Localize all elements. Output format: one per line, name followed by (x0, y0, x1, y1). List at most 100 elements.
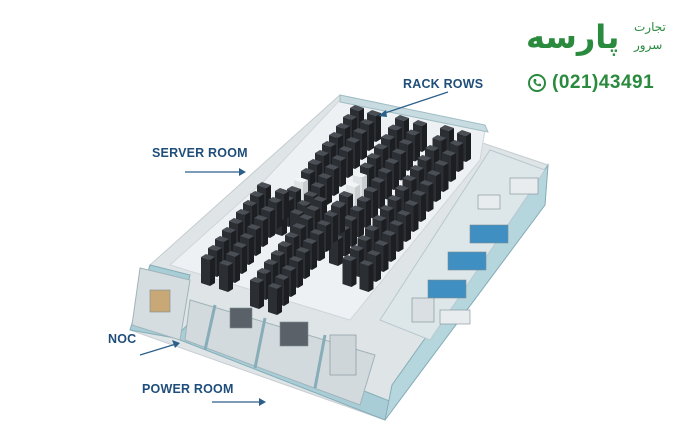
rack-cabinet (219, 260, 233, 266)
back-wall (339, 94, 489, 133)
rack-cabinet (427, 170, 441, 176)
rack-cabinet (387, 195, 402, 201)
rack-cabinet (397, 210, 411, 216)
rack-cabinet (343, 114, 357, 120)
rack-cabinet (350, 245, 364, 251)
rack-cabinet (301, 168, 315, 174)
rack-cabinet (360, 162, 374, 169)
rack-cabinet (233, 242, 247, 248)
rack-cabinet (282, 265, 296, 271)
rack-cabinet (336, 123, 350, 129)
rack-cabinet (357, 196, 371, 202)
electrical-panel (411, 297, 435, 323)
rack-cabinet (417, 155, 432, 161)
rack-cabinet (371, 177, 385, 183)
rack-cabinet (395, 115, 409, 121)
rack-cabinet (236, 209, 250, 215)
rack-cabinet (367, 110, 381, 116)
rack-cabinet (353, 128, 367, 134)
rack-cabinet (249, 236, 254, 265)
rack-cabinet (388, 124, 402, 131)
rack-cabinet (329, 237, 338, 266)
rack-cabinet (268, 197, 282, 203)
ups-cabinet (229, 307, 253, 329)
label-server-room: SERVER ROOM (152, 146, 248, 160)
rack-cabinet (271, 250, 285, 256)
rack-cabinet (342, 258, 352, 287)
rack-cabinet (318, 173, 332, 179)
rack-cabinet (392, 148, 406, 155)
rack-cabinet (341, 158, 346, 187)
rack-cabinet (434, 160, 449, 166)
rack-cabinet (329, 132, 343, 138)
rack-cabinet (339, 191, 353, 197)
phone-number: (021)43491 (552, 72, 655, 93)
rack-cabinet (243, 200, 257, 206)
rack-cabinet (413, 120, 427, 126)
rack-cabinet (368, 263, 374, 292)
rack-cabinet (369, 122, 374, 151)
rack-cabinet (257, 268, 271, 274)
rack-cabinet (287, 186, 301, 192)
rack-cabinet (342, 255, 357, 261)
rack-cabinet (458, 143, 464, 172)
logo-tagline-bottom: سرور (634, 38, 663, 52)
rack-cabinet (208, 245, 222, 251)
rack-cabinet (228, 263, 233, 292)
rack-cabinet (298, 259, 303, 288)
rack-rows-group (201, 105, 471, 315)
rack-cabinet (373, 189, 378, 219)
rack-cabinet (432, 135, 447, 141)
noc-desk (149, 289, 171, 313)
rack-cabinet (376, 113, 381, 142)
partition-3 (313, 334, 327, 389)
label-noc: NOC (108, 332, 137, 346)
rack-cabinet (325, 164, 339, 170)
rack-cabinet (306, 205, 320, 211)
rack-cabinet (257, 182, 271, 188)
rack-cabinet (359, 208, 364, 238)
rack-cabinet (422, 123, 427, 152)
generator-unit (447, 251, 487, 271)
rack-cabinet (322, 141, 336, 147)
rack-cabinet (376, 253, 381, 282)
rack-cabinet (440, 125, 454, 131)
rack-cabinet (382, 230, 396, 236)
partition-2 (253, 317, 267, 369)
rack-cabinet (259, 280, 264, 309)
rack-cabinet (291, 268, 296, 297)
rack-cabinet (226, 251, 240, 257)
logo-tagline-top: تجارت (634, 20, 666, 34)
rack-cabinet (343, 215, 357, 221)
rack-cabinet (327, 176, 332, 205)
rack-cabinet (380, 180, 385, 209)
rack-cabinet (219, 263, 228, 292)
rack-cabinet (353, 172, 367, 178)
rack-cabinet (277, 200, 282, 229)
rack-cabinet (250, 277, 264, 283)
rack-cabinet (383, 243, 389, 272)
rack-cabinet (399, 139, 413, 145)
rack-cabinet (284, 191, 289, 220)
rack-cabinet (311, 182, 325, 188)
rack-cabinet (387, 170, 392, 200)
rack-cabinet (421, 193, 426, 222)
rack-cabinet (350, 205, 364, 212)
rack-cabinet (362, 131, 367, 160)
rack-cabinet (406, 129, 420, 136)
rack-cabinet (402, 175, 417, 181)
rack-cabinet (345, 227, 350, 257)
arrow-rack-rows (378, 91, 449, 117)
rack-cabinet (326, 223, 331, 252)
rack-cabinet (340, 205, 345, 234)
rack-cabinet (415, 132, 420, 162)
rack-cabinet (364, 186, 378, 193)
rack-cabinet (398, 223, 404, 252)
electrical-panel (439, 309, 471, 325)
rack-cabinet (351, 258, 357, 287)
rack-cabinet (201, 254, 215, 260)
rack-cabinet (406, 213, 411, 242)
rack-cabinet (394, 161, 399, 190)
rack-cabinet (412, 190, 426, 196)
